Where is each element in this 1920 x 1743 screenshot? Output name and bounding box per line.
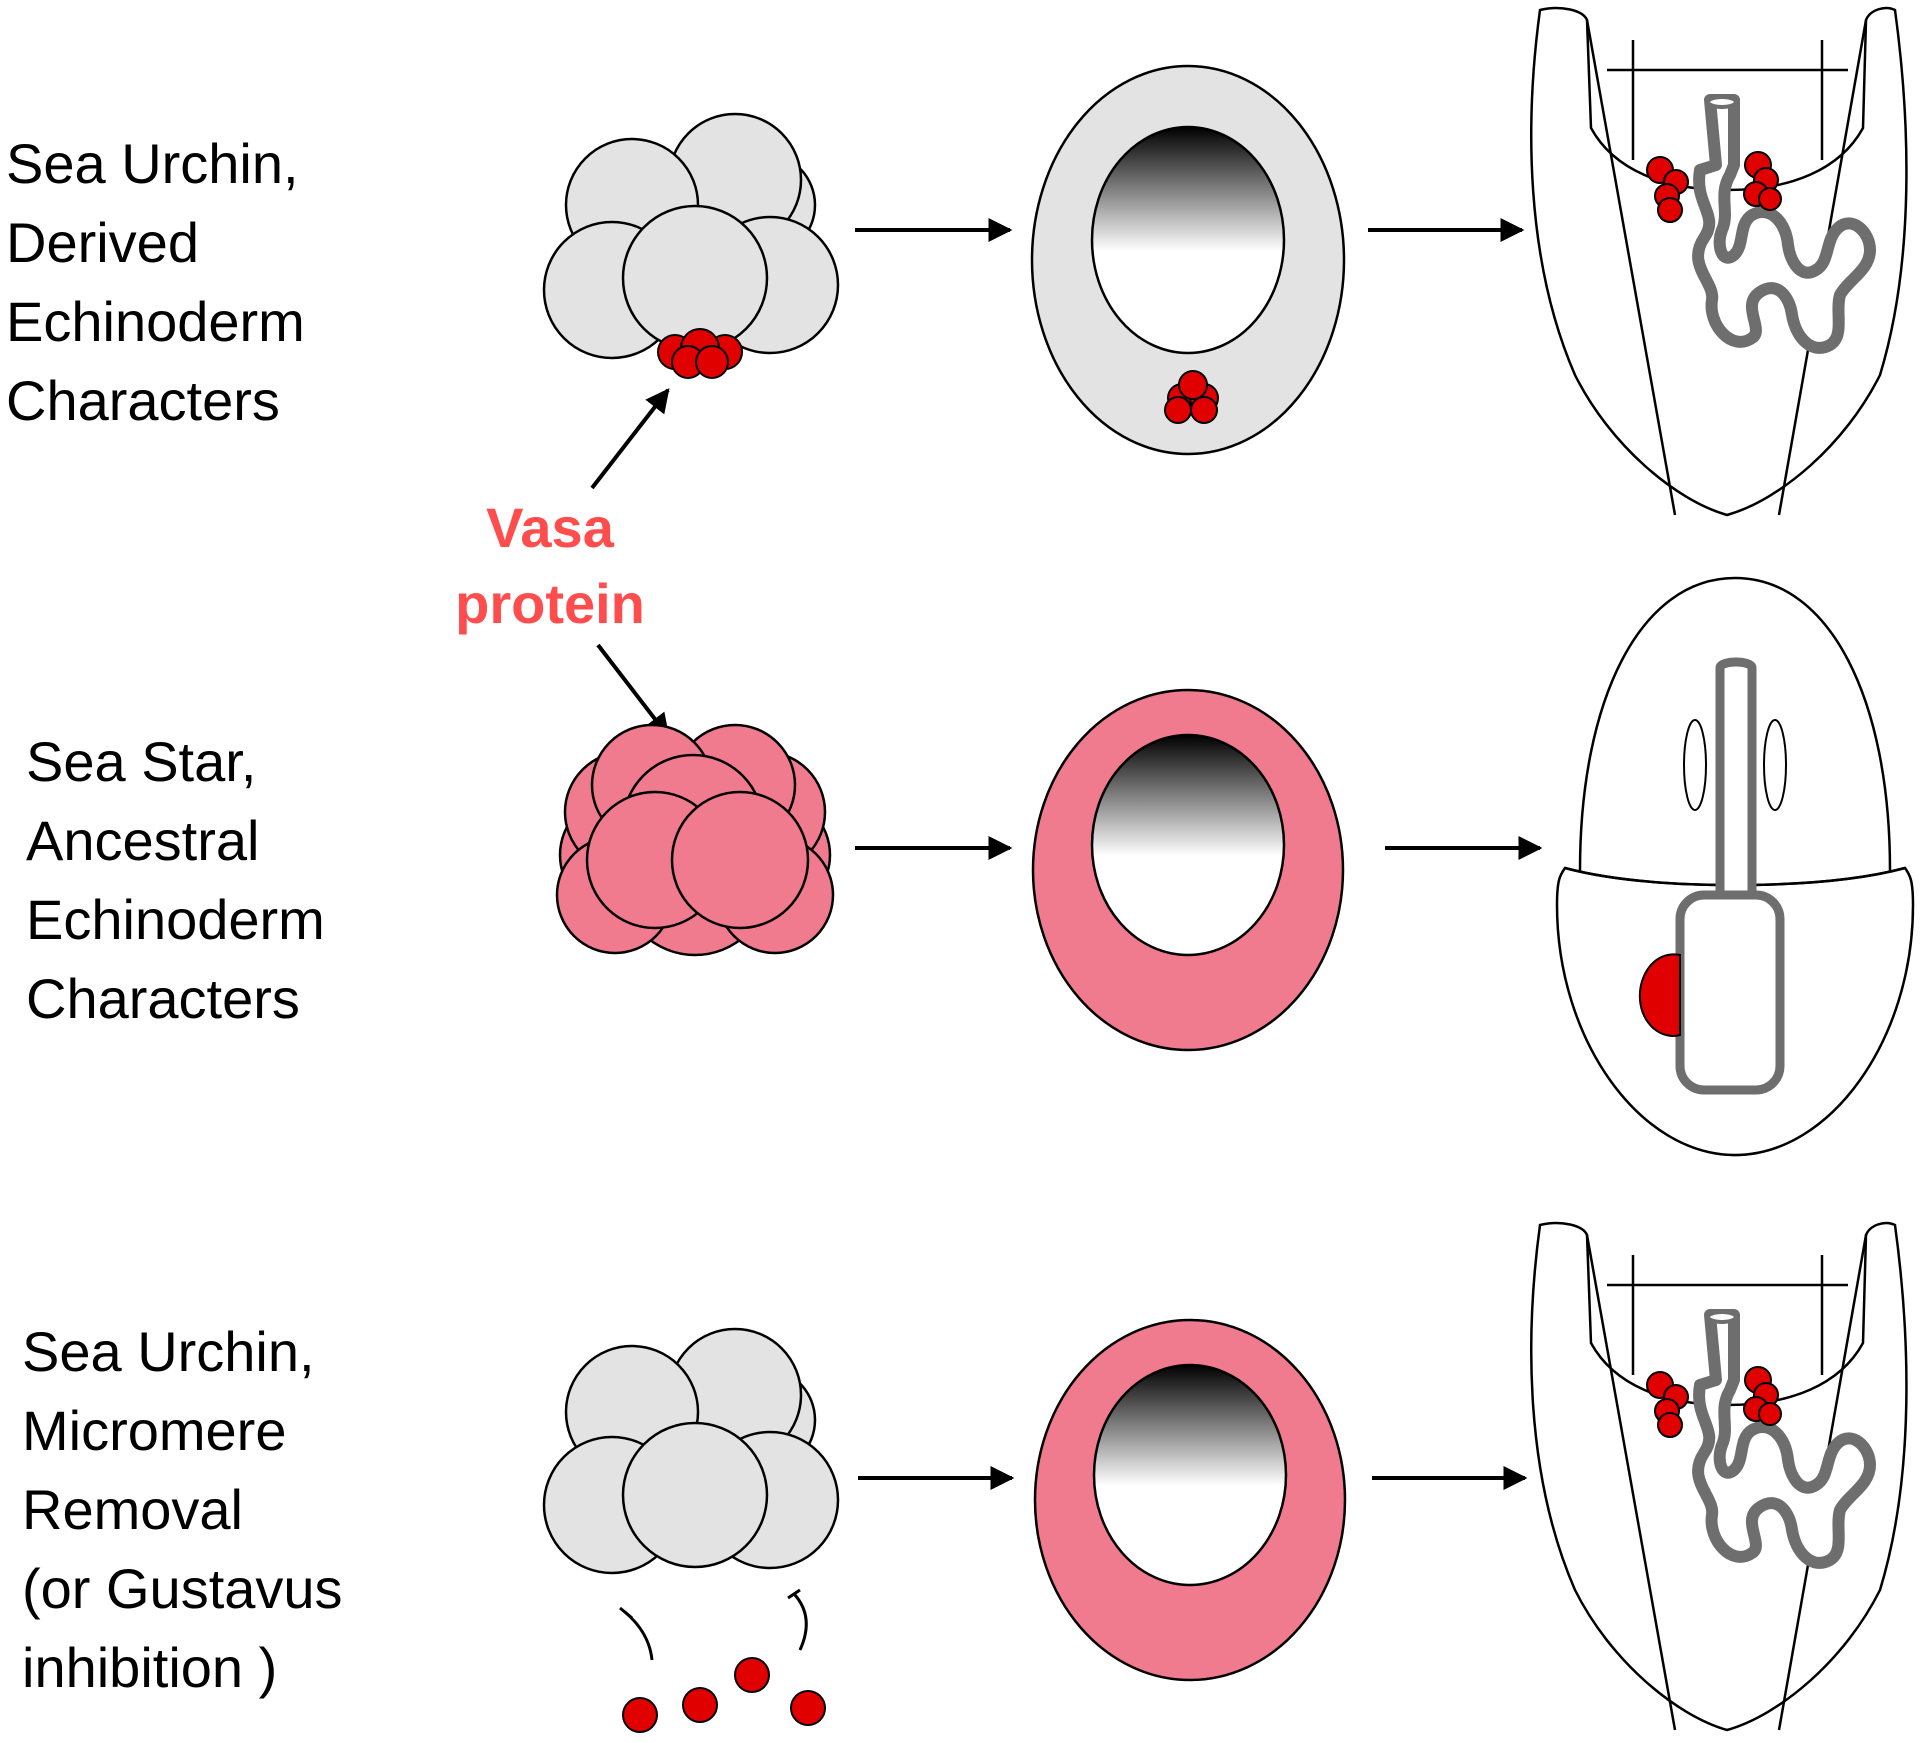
row3-embryo-no-micromeres: [542, 1327, 840, 1575]
row3-label-line: Removal: [22, 1478, 243, 1541]
row1-label-line: Echinoderm: [6, 290, 305, 353]
row1-blastula-pgc: [1164, 370, 1219, 424]
row1-larva-pgc-left: [1646, 156, 1689, 223]
vasa-label-line: Vasa: [486, 496, 614, 559]
vasa-label-line: protein: [455, 572, 645, 635]
row3-larva-gut: [1692, 1309, 1876, 1569]
row3-label-line: Sea Urchin,: [22, 1320, 315, 1383]
row2-label-line: Sea Star,: [26, 730, 257, 793]
row1-label-line: Sea Urchin,: [6, 132, 299, 195]
row3-detached-micromeres: [622, 1657, 826, 1733]
row1-blastula: [1030, 64, 1346, 456]
row1-micromeres: [657, 328, 743, 379]
row2-label-line: Ancestral: [26, 809, 260, 872]
row2-label: Sea Star, Ancestral Echinoderm Character…: [26, 722, 325, 1038]
row3-label-line: (or Gustavus: [22, 1557, 343, 1620]
vasa-protein-label: Vasa protein: [420, 490, 680, 642]
row2-label-line: Characters: [26, 967, 300, 1030]
row1-label-line: Characters: [6, 369, 280, 432]
row3-label-line: Micromere: [22, 1399, 287, 1462]
vasa-arrow-down: [596, 643, 670, 738]
row3-blastula: [1033, 1318, 1347, 1682]
row3-larva-pgc-right: [1743, 1366, 1782, 1426]
row2-larva-pgc: [1638, 953, 1681, 1037]
row1-larva-gut: [1692, 94, 1876, 354]
row3-removal-marks: [619, 1588, 808, 1661]
row2-blastula: [1031, 688, 1345, 1052]
vasa-arrow-up: [590, 388, 670, 490]
row1-label: Sea Urchin, Derived Echinoderm Character…: [6, 124, 305, 440]
row1-larva-pgc-right: [1743, 151, 1782, 211]
row2-label-line: Echinoderm: [26, 888, 325, 951]
row2-larva-coeloms: [1683, 719, 1787, 811]
row2-larva-gut: [1675, 657, 1785, 1095]
row3-label: Sea Urchin, Micromere Removal (or Gustav…: [22, 1312, 343, 1707]
row2-embryo-16cell: [555, 723, 835, 957]
row1-label-line: Derived: [6, 211, 199, 274]
row3-label-line: inhibition ): [22, 1636, 278, 1699]
row1-embryo-16cell: [542, 112, 840, 379]
row3-larva-pgc-left: [1646, 1371, 1689, 1438]
